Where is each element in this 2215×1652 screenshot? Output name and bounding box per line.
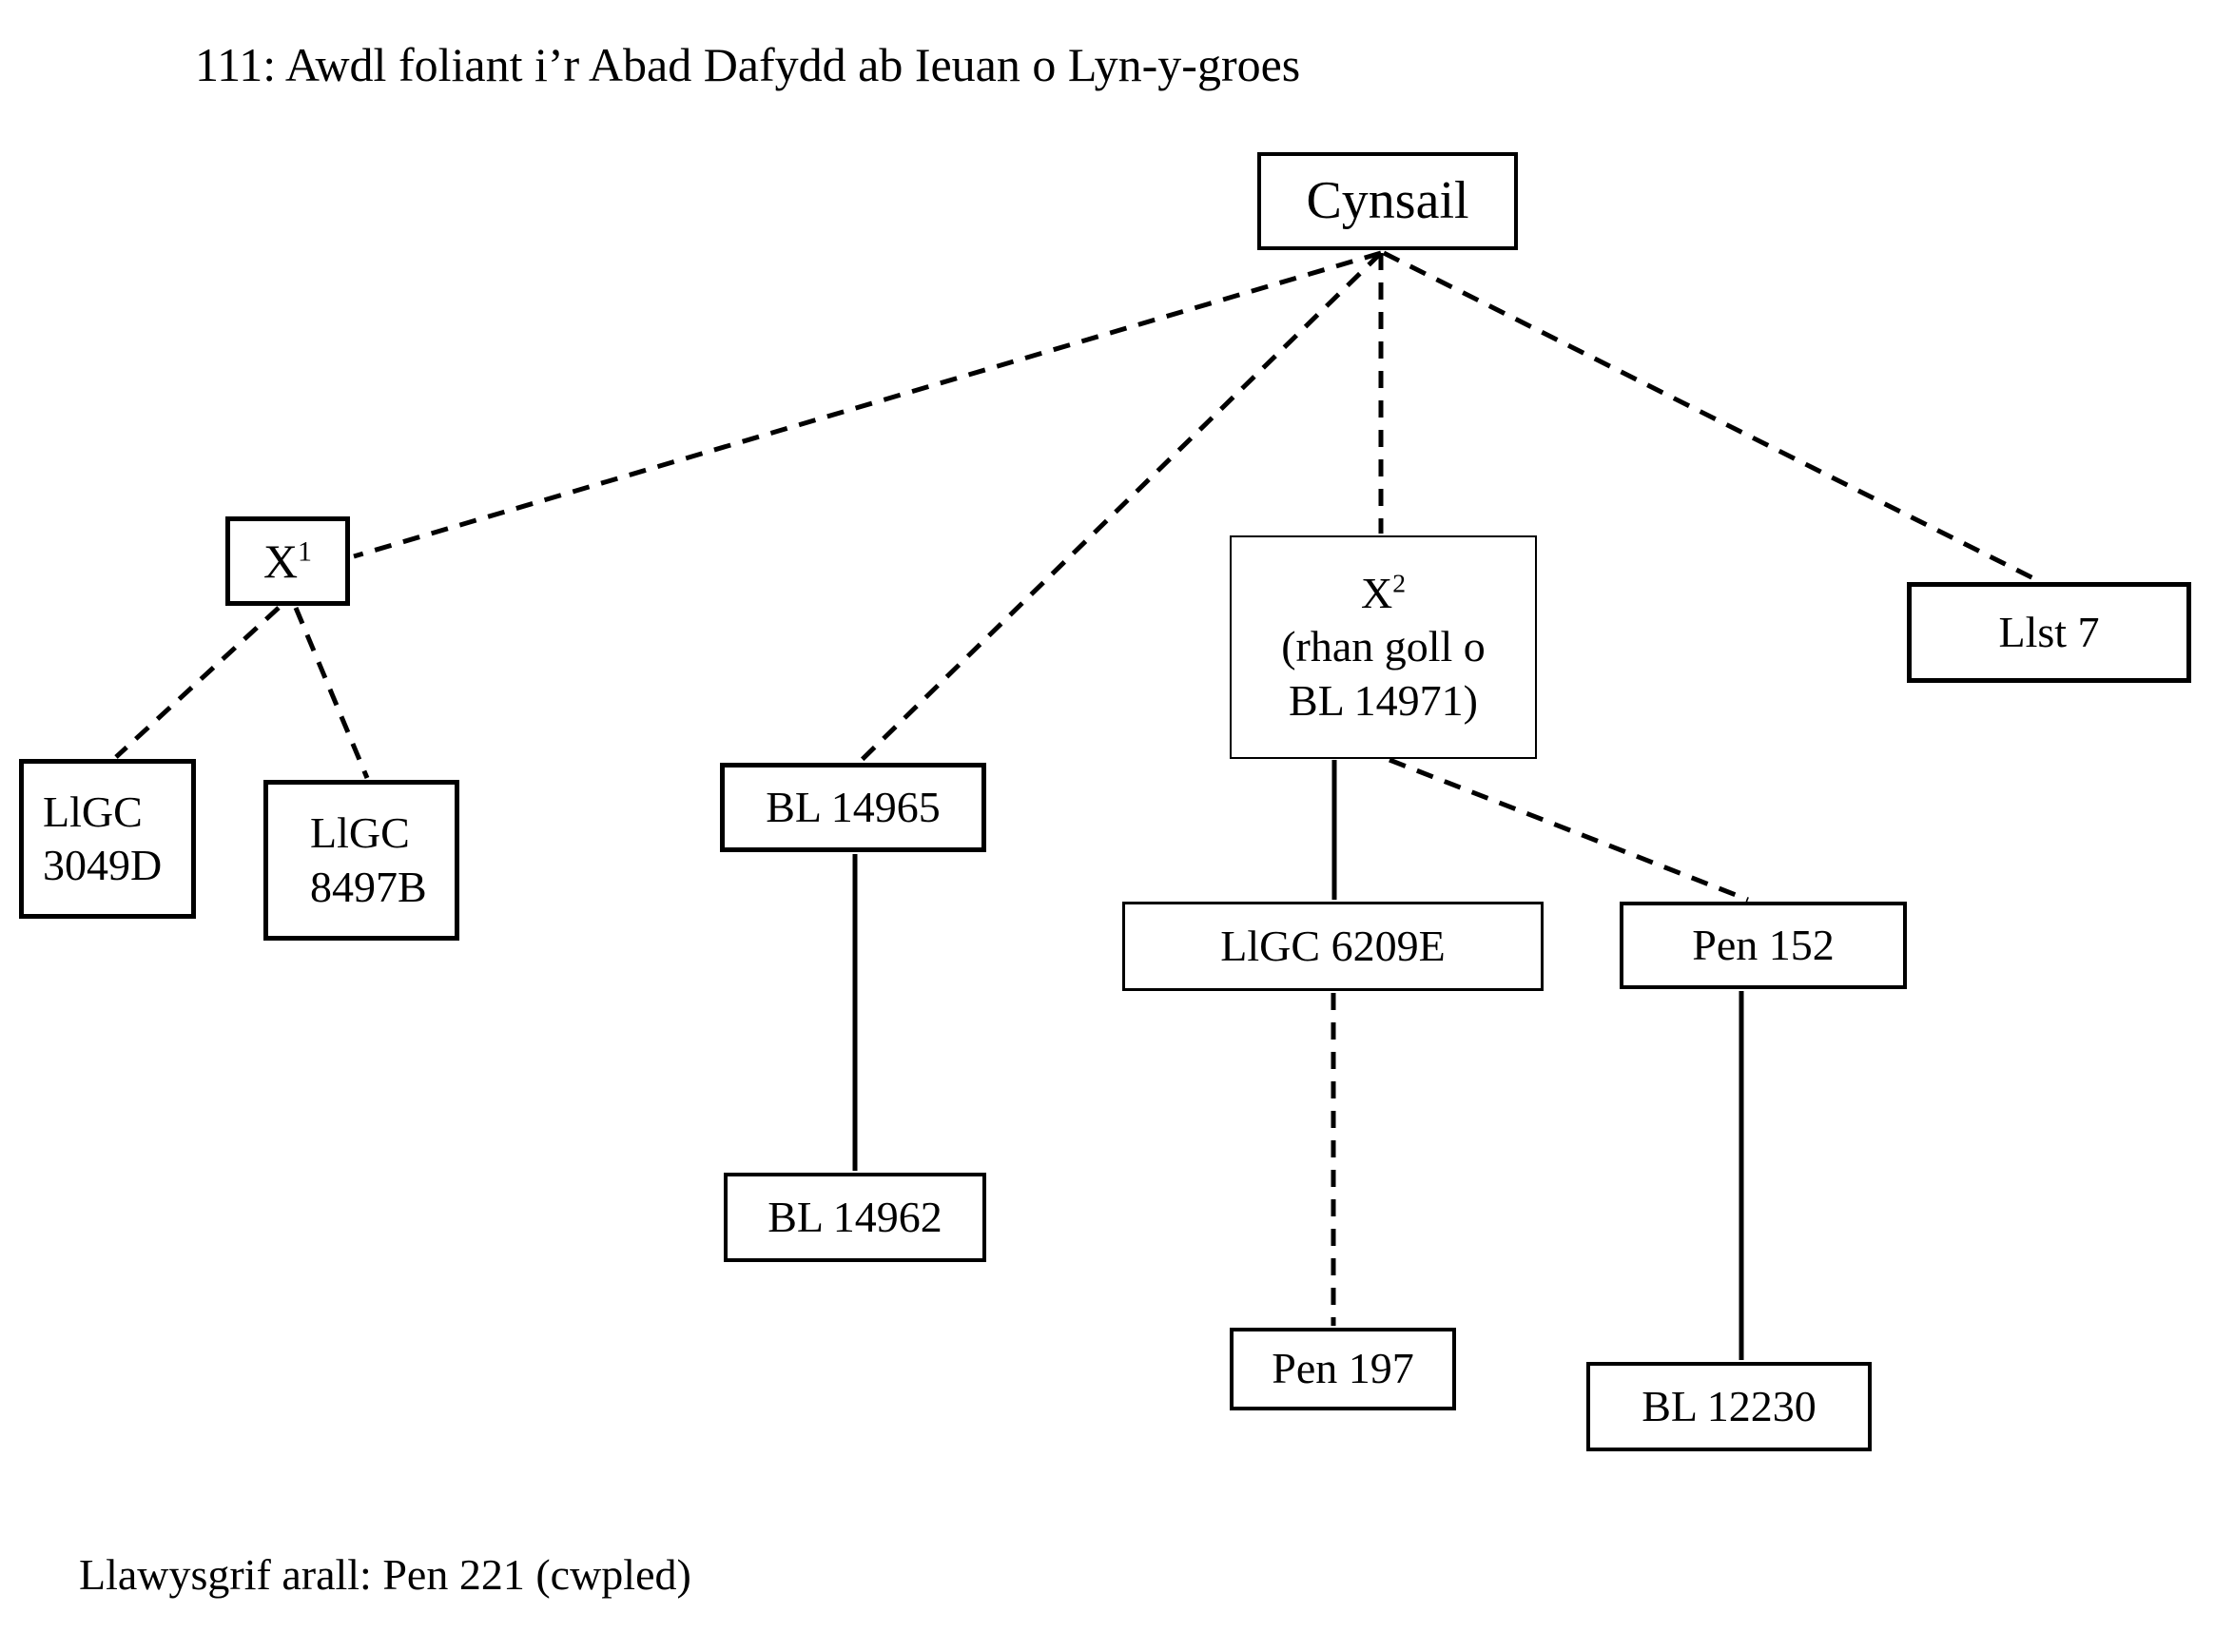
node-llgc6209e: LlGC 6209E xyxy=(1122,902,1544,991)
node-cynsail-label: Cynsail xyxy=(1306,171,1469,231)
node-pen152-label: Pen 152 xyxy=(1692,920,1835,969)
edge-cynsail-bl14965 xyxy=(859,251,1383,763)
node-pen152: Pen 152 xyxy=(1620,902,1907,989)
node-pen197-label: Pen 197 xyxy=(1272,1344,1414,1393)
edge-cynsail-llst7 xyxy=(1382,250,2039,583)
node-llst7-label: Llst 7 xyxy=(1998,607,2100,656)
node-bl14965-label: BL 14965 xyxy=(766,782,941,831)
node-llgc8497b-line1: LlGC xyxy=(310,808,410,858)
node-llgc3049d-line1: LlGC xyxy=(43,787,143,836)
node-bl14965: BL 14965 xyxy=(720,763,986,852)
node-llgc6209e-label: LlGC 6209E xyxy=(1220,921,1446,970)
footer-note: Llawysgrif arall: Pen 221 (cwpled) xyxy=(79,1550,691,1599)
edge-x1-llgc3049d xyxy=(114,606,281,759)
node-x2: X2 (rhan goll o BL 14971) xyxy=(1230,535,1537,759)
node-bl14962: BL 14962 xyxy=(724,1173,986,1262)
node-bl14962-label: BL 14962 xyxy=(767,1192,942,1241)
node-llgc8497b-line2: 8497B xyxy=(310,862,427,911)
node-x1: X1 xyxy=(225,516,350,606)
page-title: 111: Awdl foliant i’r Abad Dafydd ab Ieu… xyxy=(195,38,1301,91)
edge-x1-llgc8497b xyxy=(293,607,370,779)
edge-x2-pen152 xyxy=(1389,757,1749,903)
node-bl12230: BL 12230 xyxy=(1586,1362,1872,1451)
node-x2-note-line1: (rhan goll o xyxy=(1281,622,1486,671)
edge-cynsail-x1 xyxy=(353,250,1382,559)
node-x1-label: X1 xyxy=(262,534,313,588)
node-pen197: Pen 197 xyxy=(1230,1328,1456,1410)
node-x2-label: X2 xyxy=(1360,569,1407,618)
node-bl12230-label: BL 12230 xyxy=(1642,1381,1817,1430)
node-x2-note-line2: BL 14971) xyxy=(1289,675,1478,725)
node-cynsail: Cynsail xyxy=(1257,152,1518,250)
node-llst7: Llst 7 xyxy=(1907,582,2191,683)
node-llgc3049d-line2: 3049D xyxy=(43,841,163,889)
node-llgc8497b: LlGC 8497B xyxy=(263,780,459,941)
node-llgc3049d: LlGC 3049D xyxy=(19,759,196,919)
